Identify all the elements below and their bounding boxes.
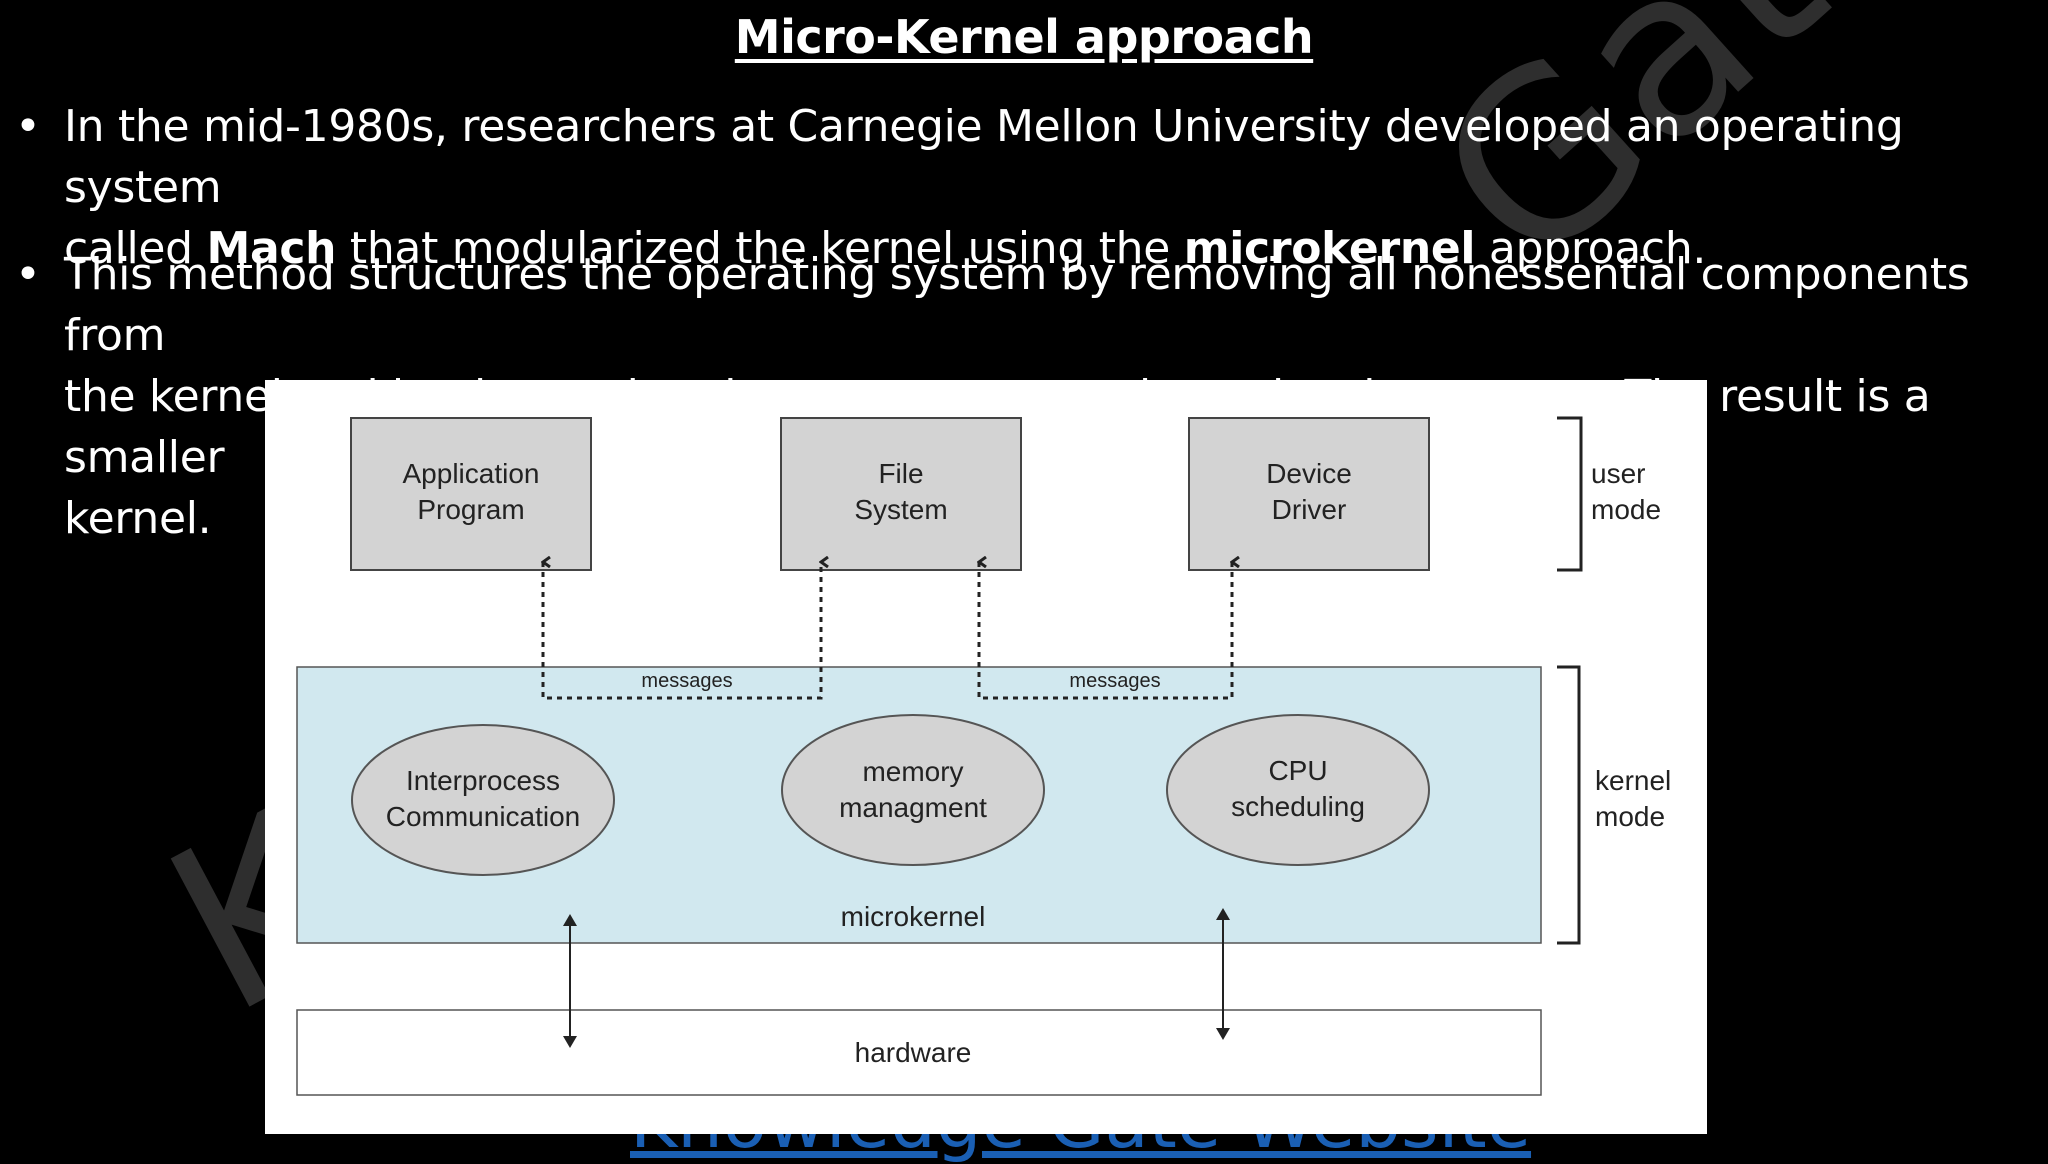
text-run: that modularized the kernel using the (336, 223, 1184, 274)
microkernel-diagram: hardware Application Program File System… (265, 380, 1707, 1134)
messages-path (543, 562, 821, 700)
user-mode-bracket (1557, 416, 1583, 572)
memory-management-label: managment (839, 792, 987, 823)
microkernel-term: microkernel (1183, 223, 1476, 274)
bullet-1: • In the mid-1980s, researchers at Carne… (15, 96, 2024, 279)
diagram-canvas: hardware Application Program File System… (296, 416, 1671, 1096)
slide-title: Micro-Kernel approach (734, 10, 1314, 64)
user-mode-label: user (1591, 458, 1645, 489)
device-driver-label: Device (1266, 458, 1352, 489)
application-program-label: Program (417, 494, 524, 525)
device-driver-label: Driver (1272, 494, 1347, 525)
microkernel-label: microkernel (841, 901, 986, 932)
text-run: called (64, 223, 207, 274)
bullet-1-line-1: In the mid-1980s, researchers at Carnegi… (64, 101, 1904, 213)
hardware-box (296, 1009, 1542, 1096)
kernel-mode-bracket (1557, 665, 1581, 945)
messages-path (979, 562, 1232, 700)
bullet-dot-icon: • (15, 101, 41, 152)
bullet-2-line-1: This method structures the operating sys… (64, 249, 1970, 361)
application-program-box (350, 417, 592, 571)
memory-management-label: memory (862, 756, 963, 787)
ipc-ellipse (351, 724, 615, 876)
file-system-box (780, 417, 1022, 571)
hardware-label: hardware (855, 1037, 972, 1068)
messages-label: messages (1069, 670, 1160, 692)
application-program-label: Application (403, 458, 540, 489)
file-system-label: File (878, 458, 923, 489)
user-mode-label: mode (1591, 494, 1661, 525)
file-system-label: System (854, 494, 947, 525)
device-driver-box (1188, 417, 1430, 571)
cpu-scheduling-label: scheduling (1231, 791, 1365, 822)
memory-management-ellipse (781, 714, 1045, 866)
cpu-scheduling-ellipse (1166, 714, 1430, 866)
text-run: approach. (1475, 223, 1707, 274)
bullet-dot-icon: • (15, 249, 41, 300)
cpu-scheduling-label: CPU (1268, 755, 1327, 786)
kernel-mode-label: kernel (1595, 765, 1671, 796)
mach-term: Mach (206, 223, 337, 274)
messages-label: messages (641, 670, 732, 692)
ipc-label: Communication (386, 801, 581, 832)
bullet-1-line-2: called Mach that modularized the kernel … (64, 218, 2024, 279)
kernel-mode-label: mode (1595, 801, 1665, 832)
bullet-2-line-3: kernel. (64, 493, 212, 544)
ipc-label: Interprocess (406, 765, 560, 796)
